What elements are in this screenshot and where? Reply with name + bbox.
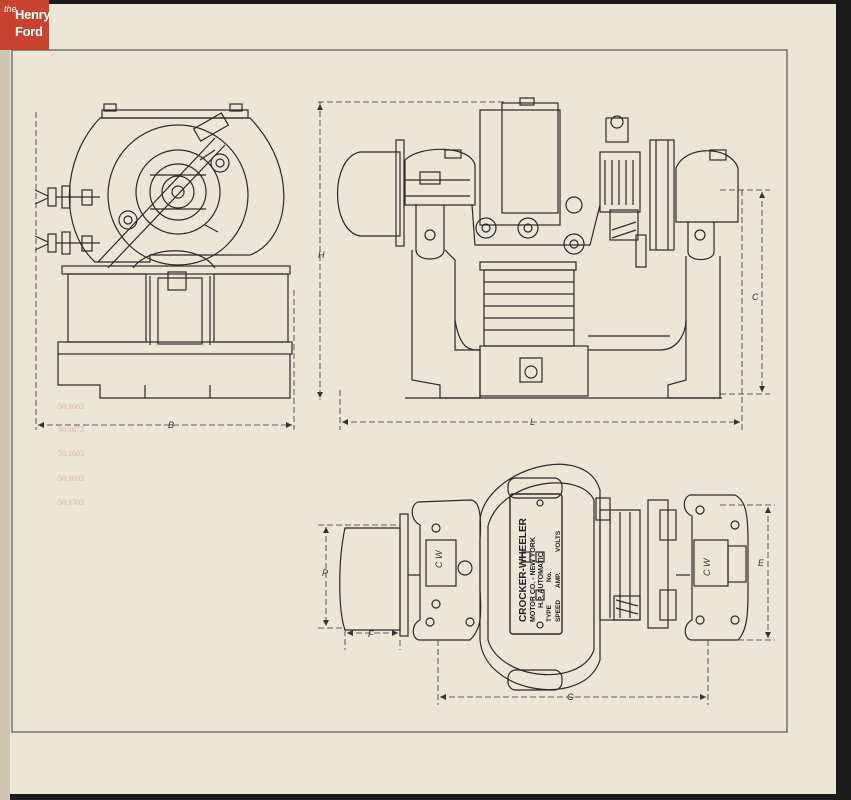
logo-line1: Henry (15, 7, 51, 22)
end-mark-right: C W (702, 557, 712, 576)
nameplate-line5: SPEED (555, 600, 562, 622)
bleed-stamp: 50,1693 (58, 474, 84, 483)
dim-label-f: F (368, 629, 374, 639)
end-mark-left: C W (434, 549, 444, 568)
side-view (336, 97, 739, 399)
dim-label-b: B (168, 420, 174, 430)
nameplate-text: CROCKER-WHEELER MOTOR CO. - NEW YORK H.P… (518, 517, 562, 622)
bleed-stamp: 50,1673 (58, 425, 84, 434)
nameplate-line5b: AMP. (555, 572, 562, 588)
dimension-lines (35, 101, 775, 705)
paper-page (4, 4, 836, 794)
dim-label-g: G (567, 692, 574, 702)
nameplate-line4: TYPE (546, 604, 553, 622)
dimension-arrowheads (38, 104, 771, 700)
logo-line2: Ford (15, 24, 43, 39)
nameplate-outline (509, 493, 563, 635)
bleed-stamp: 50,1683 (58, 449, 84, 458)
nameplate-line3: H.P. AUTOMATIC (538, 552, 545, 608)
dim-label-c: C (752, 292, 759, 302)
nameplate-line4b: No. (546, 571, 553, 582)
dim-label-p: P (322, 568, 328, 578)
dim-label-l: L (530, 417, 535, 427)
henry-ford-logo: the Henry Ford (0, 0, 51, 50)
top-view (339, 463, 749, 691)
nameplate-line2: MOTOR CO. - NEW YORK (530, 537, 537, 622)
logo-prefix: the (4, 4, 17, 14)
front-view (34, 103, 293, 399)
drawing-border (11, 49, 788, 733)
dim-label-e: E (758, 558, 765, 568)
bleed-stamp: 50,1703 (58, 498, 84, 507)
bleed-stamp: 50,1663 (58, 402, 84, 411)
nameplate-line1: CROCKER-WHEELER (518, 517, 529, 622)
nameplate-line5c: VOLTS (555, 530, 562, 552)
dim-label-h: H (318, 250, 325, 260)
